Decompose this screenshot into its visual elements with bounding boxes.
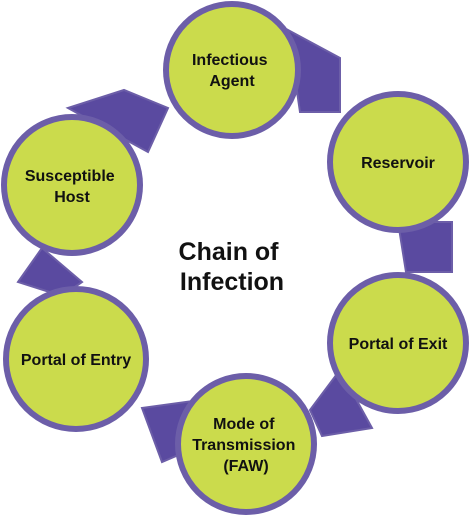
- connector-entry-to-host: [16, 246, 84, 298]
- node-label-portal-of-entry: Portal of Entry: [21, 352, 131, 369]
- node-circle-susceptible-host: [1, 114, 143, 256]
- center-title-line-2: Infection: [180, 268, 284, 296]
- node-label-reservoir: Reservoir: [361, 155, 435, 172]
- center-title: Chain of Infection: [179, 238, 286, 296]
- node-label-line: Agent: [209, 73, 255, 90]
- node-label-line: Infectious: [192, 52, 268, 69]
- node-circle-mode-of-transmission: [175, 373, 317, 515]
- node-infectious-agent: Infectious Agent: [163, 1, 301, 139]
- node-circle-reservoir: [327, 91, 469, 233]
- node-mode-of-transmission: Mode of Transmission (FAW): [175, 373, 317, 515]
- node-label-susceptible-host: Susceptible Host: [25, 168, 119, 206]
- connector-exit-to-transmission: [308, 368, 374, 438]
- node-label-line: Susceptible: [25, 168, 115, 185]
- node-label-line: Portal of Entry: [21, 352, 131, 369]
- connectors: [16, 28, 453, 464]
- node-portal-of-entry: Portal of Entry: [3, 286, 149, 432]
- node-label-infectious-agent: Infectious Agent: [192, 52, 272, 90]
- node-label-mode-of-transmission: Mode of Transmission (FAW): [192, 416, 300, 475]
- node-reservoir: Reservoir: [327, 91, 469, 233]
- node-circle-infectious-agent: [163, 1, 301, 139]
- node-label-line: (FAW): [223, 458, 268, 475]
- node-label-line: Host: [54, 189, 90, 206]
- center-title-line-1: Chain of: [179, 238, 280, 266]
- node-label-line: Portal of Exit: [349, 336, 448, 353]
- node-circle-portal-of-exit: [327, 272, 469, 414]
- node-susceptible-host: Susceptible Host: [1, 114, 143, 256]
- node-label-line: Reservoir: [361, 155, 435, 172]
- node-label-line: Transmission: [192, 437, 295, 454]
- node-circle-portal-of-entry: [3, 286, 149, 432]
- node-label-portal-of-exit: Portal of Exit: [349, 336, 448, 353]
- node-portal-of-exit: Portal of Exit: [327, 272, 469, 414]
- node-label-line: Mode of: [213, 416, 275, 433]
